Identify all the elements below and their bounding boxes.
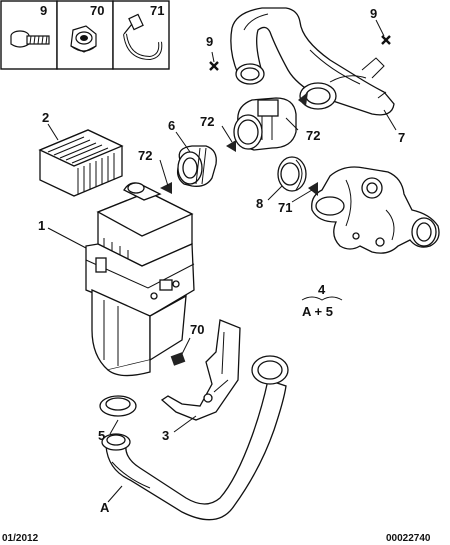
seal-5	[99, 395, 137, 417]
callout-72-middle: 72	[200, 114, 214, 129]
nut-70-marker	[170, 352, 186, 366]
callout-6: 6	[168, 118, 175, 133]
formula-top: 4	[318, 282, 326, 297]
callout-70: 70	[190, 322, 204, 337]
formula: 4 A + 5	[301, 282, 343, 319]
callout-8: 8	[256, 196, 263, 211]
legend-box-71	[112, 0, 170, 70]
arrow-icon	[308, 182, 318, 196]
hex-nut-icon	[70, 25, 97, 53]
screw-9-left-icon	[209, 61, 219, 71]
hose-clamp-icon	[123, 13, 163, 61]
leader-lines	[47, 19, 397, 503]
callout-1: 1	[38, 218, 45, 233]
arrow-icon	[298, 92, 308, 106]
callout-labels: 2 1 5 3 6 72 72 72 9 9 7 8 71 70 A	[38, 6, 405, 515]
lower-hose-A	[101, 355, 289, 521]
legend-ref-71: 71	[150, 3, 164, 18]
screw-markers	[209, 35, 391, 71]
callout-9-left: 9	[206, 34, 213, 49]
callout-71: 71	[278, 200, 292, 215]
formula-bottom: A + 5	[302, 304, 333, 319]
arrow-icon	[160, 182, 172, 194]
arrow-icon	[226, 140, 236, 152]
callout-72-right: 72	[306, 128, 320, 143]
turbo-housing	[311, 166, 440, 254]
bracket-3	[160, 319, 241, 421]
intake-hose-7	[230, 7, 395, 116]
sleeve-6	[176, 145, 217, 187]
air-filter-box-1	[85, 182, 195, 377]
callout-72-left: 72	[138, 148, 152, 163]
airflow-meter	[233, 97, 297, 151]
legend-ref-70: 70	[90, 3, 104, 18]
filter-element-2	[38, 129, 124, 197]
screw-bolt-icon	[10, 30, 50, 48]
callout-9-right: 9	[370, 6, 377, 21]
callout-3: 3	[162, 428, 169, 443]
legend-ref-9: 9	[40, 3, 47, 18]
legend-boxes: 9 70 71	[0, 0, 170, 70]
callout-5: 5	[98, 428, 105, 443]
seal-8	[277, 156, 307, 192]
callout-2: 2	[42, 110, 49, 125]
screw-9-right-icon	[381, 35, 391, 45]
footer-date: 01/2012	[2, 533, 39, 544]
callout-A: A	[100, 500, 110, 515]
direction-arrows	[160, 92, 318, 196]
footer-ref-number: 00022740	[386, 533, 431, 544]
callout-7: 7	[398, 130, 405, 145]
